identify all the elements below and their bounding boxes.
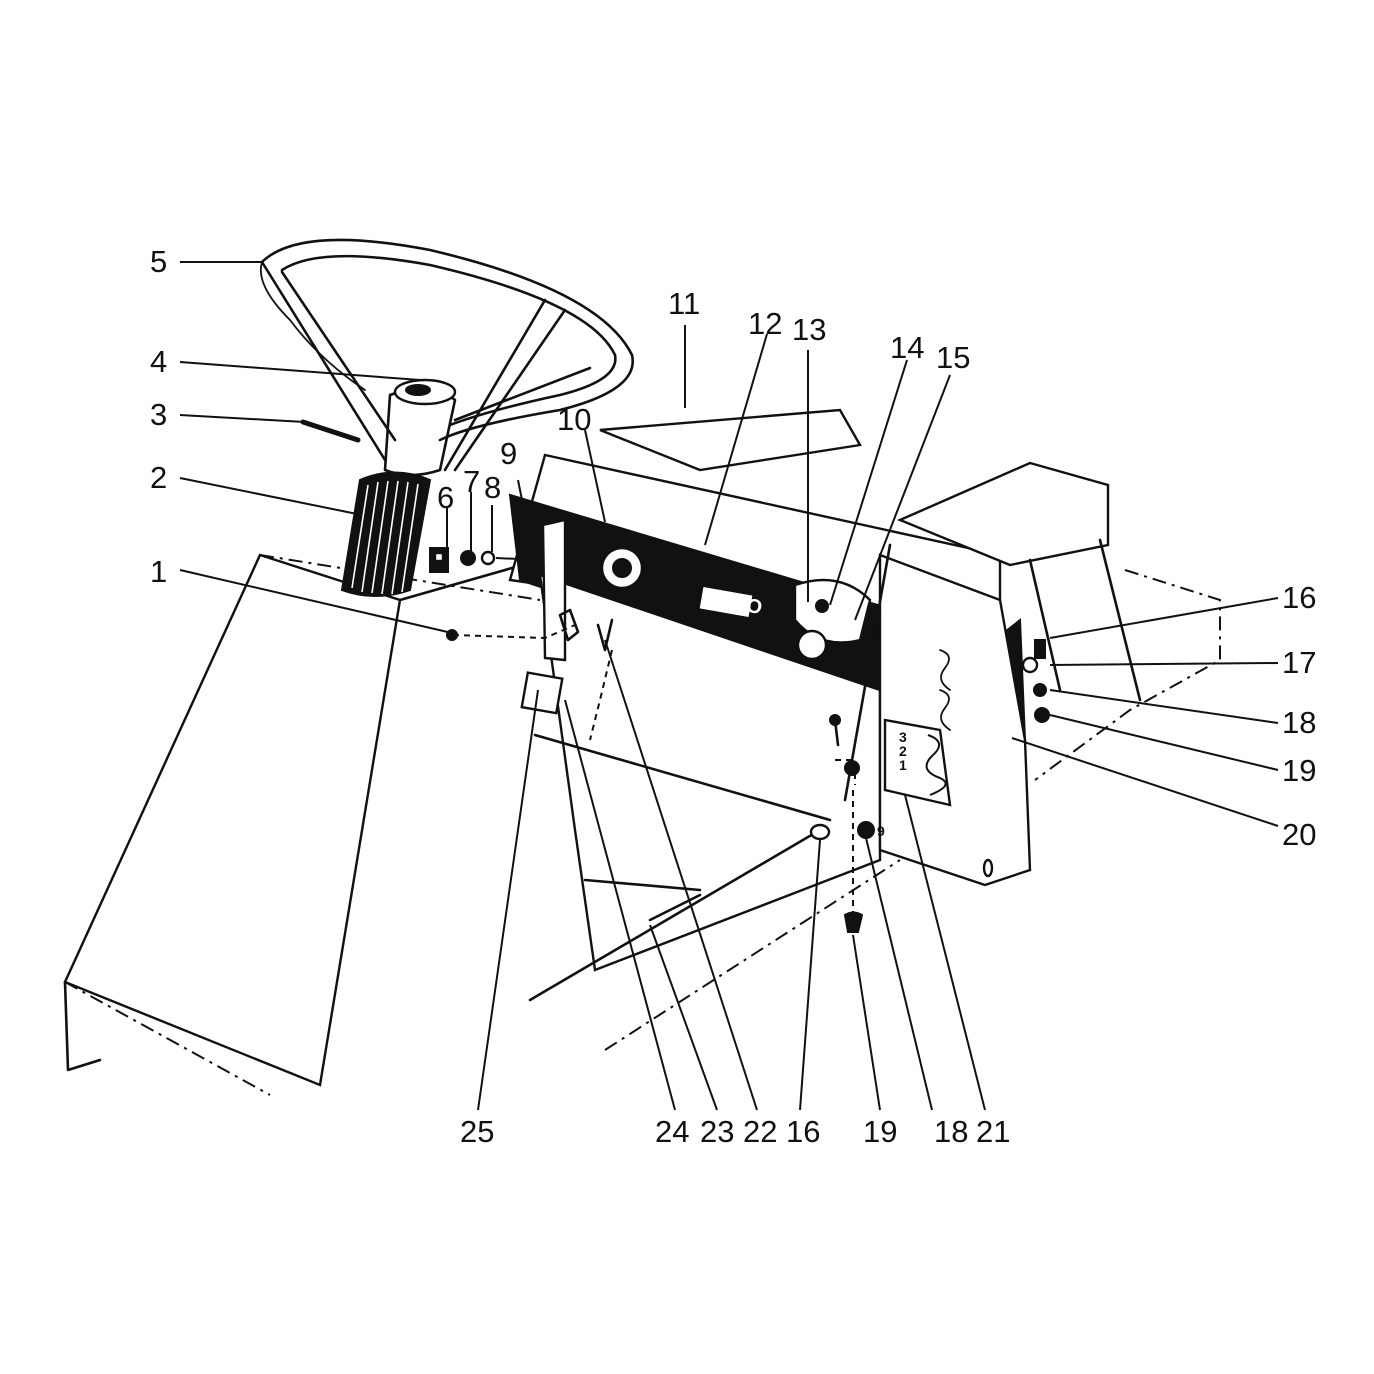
- label-24: 24: [655, 1114, 689, 1149]
- label-4: 4: [150, 344, 167, 379]
- callout-labels: 5 4 3 2 1 6 7 8 9 10 11 12 13 14 15 16 1…: [150, 244, 1316, 1149]
- steering-column-shroud: [340, 471, 432, 597]
- label-12: 12: [748, 306, 782, 341]
- label-6: 6: [437, 480, 454, 515]
- gear-label-1: 1: [899, 757, 907, 773]
- small-label-9: 9: [877, 823, 885, 839]
- label-8: 8: [484, 470, 501, 505]
- small-parts: [300, 419, 541, 573]
- label-15: 15: [936, 340, 970, 375]
- label-9: 9: [500, 436, 517, 471]
- label-17: 17: [1282, 645, 1316, 680]
- steering-wheel: [260, 238, 635, 477]
- label-18-right: 18: [1282, 705, 1316, 740]
- label-7: 7: [463, 464, 480, 499]
- gear-label-3: 3: [899, 729, 907, 745]
- label-11: 11: [668, 286, 700, 321]
- label-14: 14: [890, 330, 924, 365]
- label-18-bottom: 18: [934, 1114, 968, 1149]
- label-19-right: 19: [1282, 753, 1316, 788]
- label-20: 20: [1282, 817, 1316, 852]
- gear-label-2: 2: [899, 743, 907, 759]
- label-16-right: 16: [1282, 580, 1316, 615]
- label-13: 13: [792, 312, 826, 347]
- label-3: 3: [150, 397, 167, 432]
- label-1: 1: [150, 554, 167, 589]
- label-23: 23: [700, 1114, 734, 1149]
- dash-panel-details: TORO 3 2 1 9: [446, 518, 1050, 933]
- label-22: 22: [743, 1114, 777, 1149]
- hood: [63, 553, 542, 1096]
- label-21: 21: [976, 1114, 1010, 1149]
- leader-lines: [179, 261, 1279, 1111]
- label-16-bottom: 16: [786, 1114, 820, 1149]
- label-10: 10: [557, 402, 591, 437]
- label-2: 2: [150, 460, 167, 495]
- label-19-bottom: 19: [863, 1114, 897, 1149]
- label-25: 25: [460, 1114, 494, 1149]
- label-5: 5: [150, 244, 167, 279]
